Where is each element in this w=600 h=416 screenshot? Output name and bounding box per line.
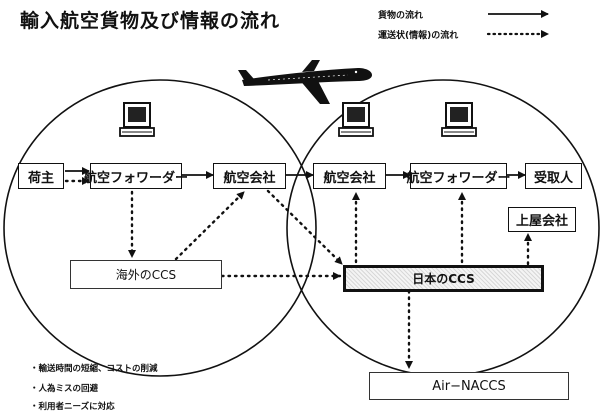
benefit-note: ・輸送時間の短縮、コストの削減 <box>30 364 158 374</box>
node-shipper: 荷主 <box>18 163 64 189</box>
diagram-title: 輸入航空貨物及び情報の流れ <box>20 10 281 32</box>
node-consignee: 受取人 <box>525 163 582 189</box>
airplane-icon <box>238 60 372 104</box>
computer-terminal-icon <box>441 102 477 137</box>
node-forwarder-origin: 航空フォワーダー <box>84 163 188 189</box>
info-arrow-overseas-ccs-to-airline <box>174 190 246 261</box>
computer-terminal-icon <box>338 102 374 137</box>
computer-terminal-icon <box>119 102 155 137</box>
legend-info-label: 運送状(情報)の流れ <box>378 31 459 41</box>
info-arrow-airline-to-japan-ccs <box>266 189 344 266</box>
node-japan-ccs: 日本のCCS <box>343 265 544 292</box>
node-airline-origin: 航空会社 <box>213 163 286 189</box>
benefit-note: ・利用者ニーズに対応 <box>30 402 115 412</box>
node-airline-destination: 航空会社 <box>313 163 386 189</box>
benefit-note: ・人為ミスの回避 <box>30 384 99 394</box>
node-forwarder-destination: 航空フォワーダー <box>407 163 511 189</box>
overseas-region-circle <box>3 79 317 377</box>
node-ground-handler: 上屋会社 <box>508 207 576 232</box>
legend-cargo-label: 貨物の流れ <box>378 11 424 21</box>
node-overseas-ccs: 海外のCCS <box>70 260 222 289</box>
node-air-naccs: Air−NACCS <box>369 372 569 400</box>
